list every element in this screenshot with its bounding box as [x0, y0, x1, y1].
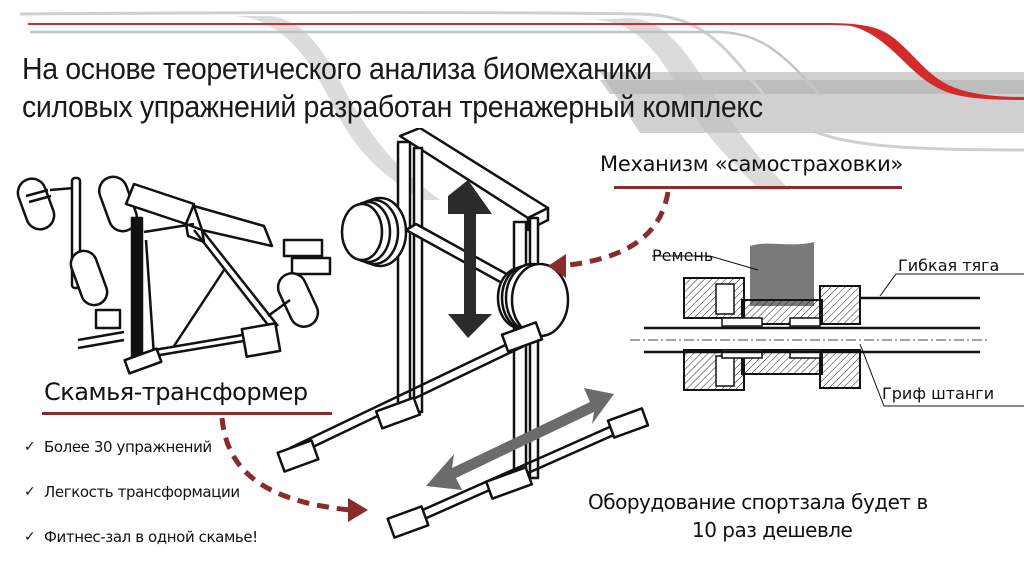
- bench-roller: [69, 249, 109, 307]
- barbell-bar-label: Гриф штанги: [882, 384, 995, 403]
- mechanism-heading: Механизм «самостраховки»: [600, 152, 903, 176]
- flexible-rod-label: Гибкая тяга: [898, 256, 1000, 275]
- feature-text: Легкость трансформации: [44, 482, 240, 501]
- transformer-bench-illustration: [16, 175, 332, 375]
- feature-text: Фитнес-зал в одной скамье!: [44, 527, 258, 546]
- weight-plate-right: [496, 262, 570, 338]
- checkmark-icon: ✓: [24, 483, 36, 500]
- conclusion-line-1: Оборудование спортзала будет в: [588, 490, 928, 514]
- bench-heading: Скамья-трансформер: [44, 378, 308, 406]
- bench-roller: [276, 272, 320, 328]
- belt-label: Ремень: [652, 246, 714, 265]
- mechanism-heading-underline: [614, 186, 902, 189]
- feature-item: ✓ Более 30 упражнений: [24, 424, 258, 469]
- title-line-1: На основе теоретического анализа биомеха…: [22, 51, 652, 86]
- title-line-2: силовых упражнений разработан тренажерны…: [22, 89, 763, 124]
- bench-features-list: ✓ Более 30 упражнений ✓ Легкость трансфо…: [24, 424, 258, 559]
- checkmark-icon: ✓: [24, 438, 36, 455]
- mechanism-cross-section: [630, 242, 1024, 407]
- belt-shape: [750, 242, 814, 306]
- bench-heading-underline: [42, 412, 332, 415]
- bench-roller: [16, 177, 56, 231]
- vertical-movement-arrow-icon: [448, 180, 492, 338]
- dashed-arrow-bench: [219, 417, 368, 522]
- power-rack-illustration: [276, 128, 650, 539]
- conclusion-line-2: 10 раз дешевле: [692, 518, 853, 542]
- feature-item: ✓ Фитнес-зал в одной скамье!: [24, 514, 258, 559]
- dashed-arrow-mechanism: [548, 191, 671, 278]
- feature-item: ✓ Легкость трансформации: [24, 469, 258, 514]
- page-title: На основе теоретического анализа биомеха…: [22, 50, 763, 126]
- checkmark-icon: ✓: [24, 528, 36, 545]
- weight-plate-left: [340, 196, 408, 268]
- feature-text: Более 30 упражнений: [44, 437, 212, 456]
- horizontal-movement-arrow-icon: [426, 388, 614, 490]
